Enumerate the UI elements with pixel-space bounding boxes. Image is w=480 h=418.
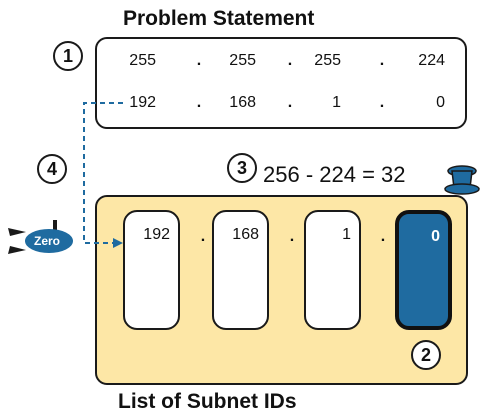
ip-octet-2: 168 (229, 94, 256, 111)
ip-dot-3: . (379, 94, 385, 111)
magic-hat-icon (444, 165, 480, 195)
step-badge-3: 3 (227, 153, 257, 183)
connector-dashed-line (83, 102, 123, 244)
subnet-octet-2: 168 (212, 210, 269, 330)
problem-statement-title: Problem Statement (123, 7, 315, 30)
subnet-dot-2: . (289, 228, 295, 245)
mask-dot-2: . (287, 52, 293, 69)
subnet-octet-3: 1 (304, 210, 361, 330)
mask-octet-2: 255 (229, 52, 256, 69)
mask-octet-3: 255 (314, 52, 341, 69)
subnet-dot-3: . (380, 228, 386, 245)
subnet-dot-1: . (200, 228, 206, 245)
ip-dot-2: . (287, 94, 293, 111)
mask-dot-1: . (196, 52, 202, 69)
magic-number-calculation: 256 - 224 = 32 (263, 162, 406, 187)
ip-octet-4: 0 (436, 94, 445, 111)
mask-octet-1: 255 (129, 52, 156, 69)
problem-statement-box (95, 37, 467, 129)
ip-dot-1: . (196, 94, 202, 111)
zero-icon (8, 220, 73, 254)
subnet-octet-4-highlighted: 0 (395, 210, 452, 330)
step-badge-1: 1 (53, 41, 83, 71)
zero-icon-label: Zero (33, 234, 60, 248)
step-badge-4: 4 (37, 154, 67, 184)
subnet-octet-1: 192 (123, 210, 180, 330)
ip-octet-3: 1 (332, 94, 341, 111)
subnet-list-title: List of Subnet IDs (118, 390, 297, 413)
step-badge-2: 2 (411, 340, 441, 370)
mask-dot-3: . (379, 52, 385, 69)
connector-arrowhead (113, 238, 123, 248)
mask-octet-4: 224 (418, 52, 445, 69)
ip-octet-1: 192 (129, 94, 156, 111)
